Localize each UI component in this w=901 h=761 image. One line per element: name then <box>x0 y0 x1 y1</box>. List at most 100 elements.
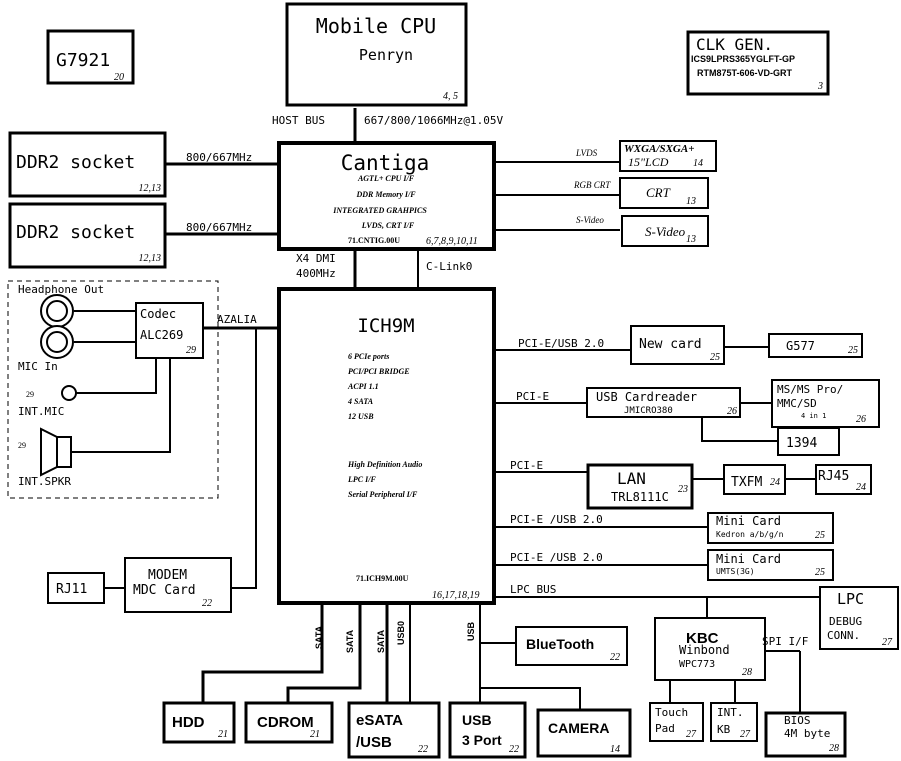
modem-page: 22 <box>202 598 212 609</box>
minicard1-label: Mini Card <box>716 514 781 528</box>
g7921-page: 20 <box>114 72 124 83</box>
cdrom-box: CDROM 21 <box>244 701 334 744</box>
lpc-line3: CONN. <box>827 629 860 642</box>
lan-box: LAN TRL8111C 23 <box>586 463 694 510</box>
cantiga-feature: LVDS, CRT I/F <box>361 221 415 230</box>
svideo-label: S-Video <box>645 224 686 239</box>
ich9m-feature: 4 SATA <box>347 397 374 406</box>
ddr2-socket-2: DDR2 socket 12,13 <box>8 202 167 269</box>
modem-line2: MDC Card <box>133 583 196 598</box>
lan-part: TRL8111C <box>611 490 669 504</box>
crt-label: CRT <box>646 185 671 200</box>
connection-lines <box>71 108 820 713</box>
dmi-label-line2: 400MHz <box>296 267 336 280</box>
esata-line1: eSATA <box>356 712 403 729</box>
lan-page: 23 <box>678 484 688 495</box>
azalia-bus-label: AZALIA <box>217 313 257 326</box>
touchpad-line1: Touch <box>655 706 688 719</box>
ich9m-feature: Serial Peripheral I/F <box>348 490 418 499</box>
clkgen-page: 3 <box>817 81 823 92</box>
ms-line2: MMC/SD <box>777 397 817 410</box>
cantiga-feature: AGTL+ CPU I/F <box>357 174 415 183</box>
cdrom-label: CDROM <box>257 714 314 731</box>
g7921-box: G7921 20 <box>46 29 135 85</box>
ieee1394-label: 1394 <box>786 436 817 451</box>
ddr2-socket-1-label: DDR2 socket <box>16 152 135 173</box>
minicard1-page: 25 <box>815 530 825 541</box>
cantiga-feature: INTEGRATED GRAHPICS <box>332 206 427 215</box>
cardreader-page: 26 <box>727 406 737 417</box>
modem-box: MODEM MDC Card 22 <box>124 557 232 613</box>
codec-page: 29 <box>186 345 196 356</box>
int-mic-page: 29 <box>26 390 34 399</box>
cpu-pages: 4, 5 <box>443 91 458 102</box>
rj45-label: RJ45 <box>818 469 849 484</box>
lpc-bus-label: LPC BUS <box>510 583 556 596</box>
minicard2-bus-label: PCI-E /USB 2.0 <box>510 551 603 564</box>
kbc-title: KBC <box>686 630 719 647</box>
bluetooth-page: 22 <box>610 652 620 663</box>
minicard1-sub: Kedron a/b/g/n <box>716 530 784 539</box>
camera-page: 14 <box>610 744 620 755</box>
usb3-page: 22 <box>509 744 519 755</box>
lpc-line2: DEBUG <box>829 615 862 628</box>
new-card-page: 25 <box>710 352 720 363</box>
ddr-bus-1-speed: 800/667MHz <box>186 151 252 164</box>
clock-generator-box: CLK GEN. ICS9LPRS365YGLFT-GP RTM875T-606… <box>686 30 830 96</box>
camera-box: CAMERA 14 <box>536 708 632 758</box>
ich9m-feature: High Definition Audio <box>347 460 422 469</box>
lvds-bus-label: LVDS <box>575 148 598 158</box>
codec-box: Codec ALC269 29 <box>135 302 204 359</box>
minicard1-bus-label: PCI-E /USB 2.0 <box>510 513 603 526</box>
ddr2-socket-1-pages: 12,13 <box>139 183 162 194</box>
codec-title: Codec <box>140 307 176 321</box>
touchpad-page: 27 <box>686 729 697 740</box>
sata-hdd-label: SATA <box>314 625 324 649</box>
usb-3port-box: USB 3 Port 22 <box>448 701 527 759</box>
esata-page: 22 <box>418 744 428 755</box>
int-spkr-page: 29 <box>18 441 26 450</box>
esata-usb-box: eSATA /USB 22 <box>347 701 441 759</box>
bios-line1: BIOS <box>784 714 811 727</box>
hdd-label: HDD <box>172 714 205 731</box>
lcd-panel-box: WXGA/SXGA+ 15"LCD 14 <box>619 140 717 172</box>
cantiga-pages: 6,7,8,9,10,11 <box>426 236 478 247</box>
clkgen-part1: ICS9LPRS365YGLFT-GP <box>691 54 795 64</box>
clkgen-title: CLK GEN. <box>696 35 773 54</box>
ich9m-feature: ACPI 1.1 <box>347 382 379 391</box>
cardreader-part: JMICRO380 <box>624 406 673 416</box>
kbc-line3: WPC773 <box>679 659 715 670</box>
host-bus-speed: 667/800/1066MHz@1.05V <box>364 114 503 127</box>
intkb-page: 27 <box>740 729 751 740</box>
audio-group-border <box>7 280 219 499</box>
lcd-page: 14 <box>693 158 703 169</box>
ich9m-title: ICH9M <box>357 315 414 337</box>
cpu-model: Penryn <box>359 46 413 64</box>
hdd-page: 21 <box>218 729 228 740</box>
ms-line1: MS/MS Pro/ <box>777 383 843 396</box>
bios-box: BIOS 4M byte 28 <box>764 711 847 758</box>
modem-line1: MODEM <box>148 568 187 583</box>
ddr-bus-2-speed: 800/667MHz <box>186 221 252 234</box>
cardreader-label: USB Cardreader <box>596 390 697 404</box>
microphone-icon <box>61 385 77 401</box>
svideo-page: 13 <box>686 234 696 245</box>
cantiga-part: 71.CNTIG.00U <box>348 236 400 245</box>
sata-cdrom-label: SATA <box>345 629 355 653</box>
intkb-line2: KB <box>717 723 731 736</box>
bluetooth-box: BlueTooth 22 <box>515 626 628 666</box>
g7921-label: G7921 <box>56 50 110 71</box>
mobile-cpu-box: Mobile CPU Penryn 4, 5 <box>285 2 468 107</box>
headphone-out-label: Headphone Out <box>18 283 104 296</box>
ms-page: 26 <box>856 414 866 425</box>
ieee1394-box: 1394 <box>777 427 840 456</box>
esata-line2: /USB <box>356 734 392 751</box>
dmi-label-line1: X4 DMI <box>296 252 336 265</box>
kbc-box: KBC Winbond WPC773 28 <box>654 617 766 681</box>
g577-box: G577 25 <box>768 333 863 358</box>
ich9m-feature: LPC I/F <box>347 475 376 484</box>
int-kb-box: INT. KB 27 <box>710 702 758 742</box>
lpc-debug-box: LPC DEBUG CONN. 27 <box>819 586 899 650</box>
kbc-page: 28 <box>742 667 752 678</box>
touchpad-box: Touch Pad 27 <box>649 702 704 742</box>
